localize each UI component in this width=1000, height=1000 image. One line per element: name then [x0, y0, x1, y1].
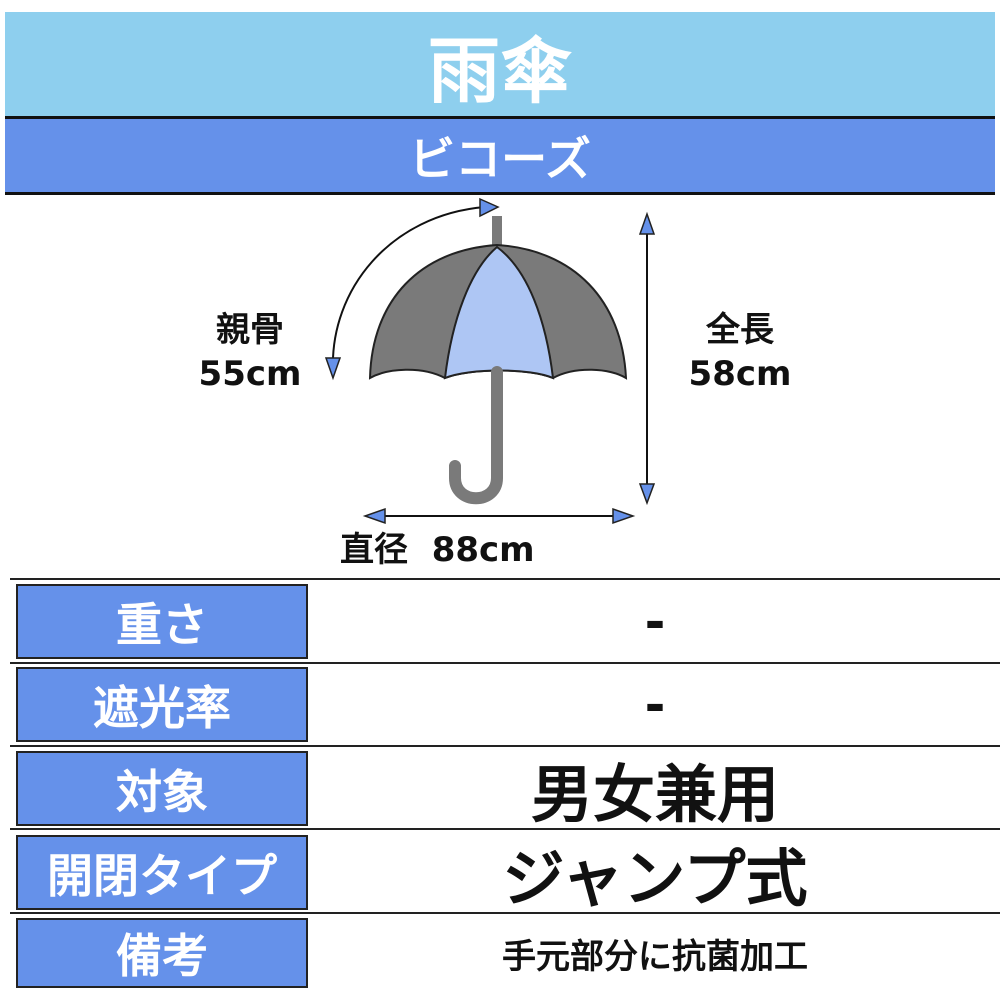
diameter-dimension: 直径 88cm	[340, 528, 570, 572]
spec-label-notes: 備考	[16, 918, 308, 988]
length-value: 58cm	[688, 354, 792, 394]
umbrella-icon	[368, 216, 628, 505]
spec-label-open-type: 開閉タイプ	[16, 835, 308, 910]
spec-label-weight: 重さ	[16, 584, 308, 659]
diameter-arrow	[362, 507, 636, 525]
length-dimension: 全長 58cm	[670, 308, 810, 396]
divider	[10, 745, 1000, 747]
umbrella-diagram	[324, 197, 656, 525]
length-arrow	[638, 211, 656, 506]
spec-value-target: 男女兼用	[530, 757, 779, 831]
spec-label-shading: 遮光率	[16, 667, 308, 742]
diameter-label: 直径	[340, 530, 408, 570]
brand-name: ビコーズ	[5, 119, 995, 195]
spec-value-shading: -	[644, 675, 666, 734]
rib-value: 55cm	[198, 354, 302, 394]
rib-dimension: 親骨 55cm	[180, 308, 320, 396]
spec-value-open-type: ジャンプ式	[502, 841, 808, 915]
divider	[10, 662, 1000, 664]
rib-label: 親骨	[216, 310, 284, 350]
spec-label-target: 対象	[16, 751, 308, 826]
divider	[10, 912, 1000, 914]
divider	[10, 828, 1000, 830]
page-title: 雨傘	[5, 12, 995, 119]
diameter-value: 88cm	[431, 530, 535, 570]
length-label: 全長	[706, 310, 774, 350]
rib-arrow	[324, 197, 500, 381]
spec-value-weight: -	[644, 592, 666, 651]
spec-value-notes: 手元部分に抗菌加工	[502, 936, 808, 977]
divider	[10, 578, 1000, 580]
